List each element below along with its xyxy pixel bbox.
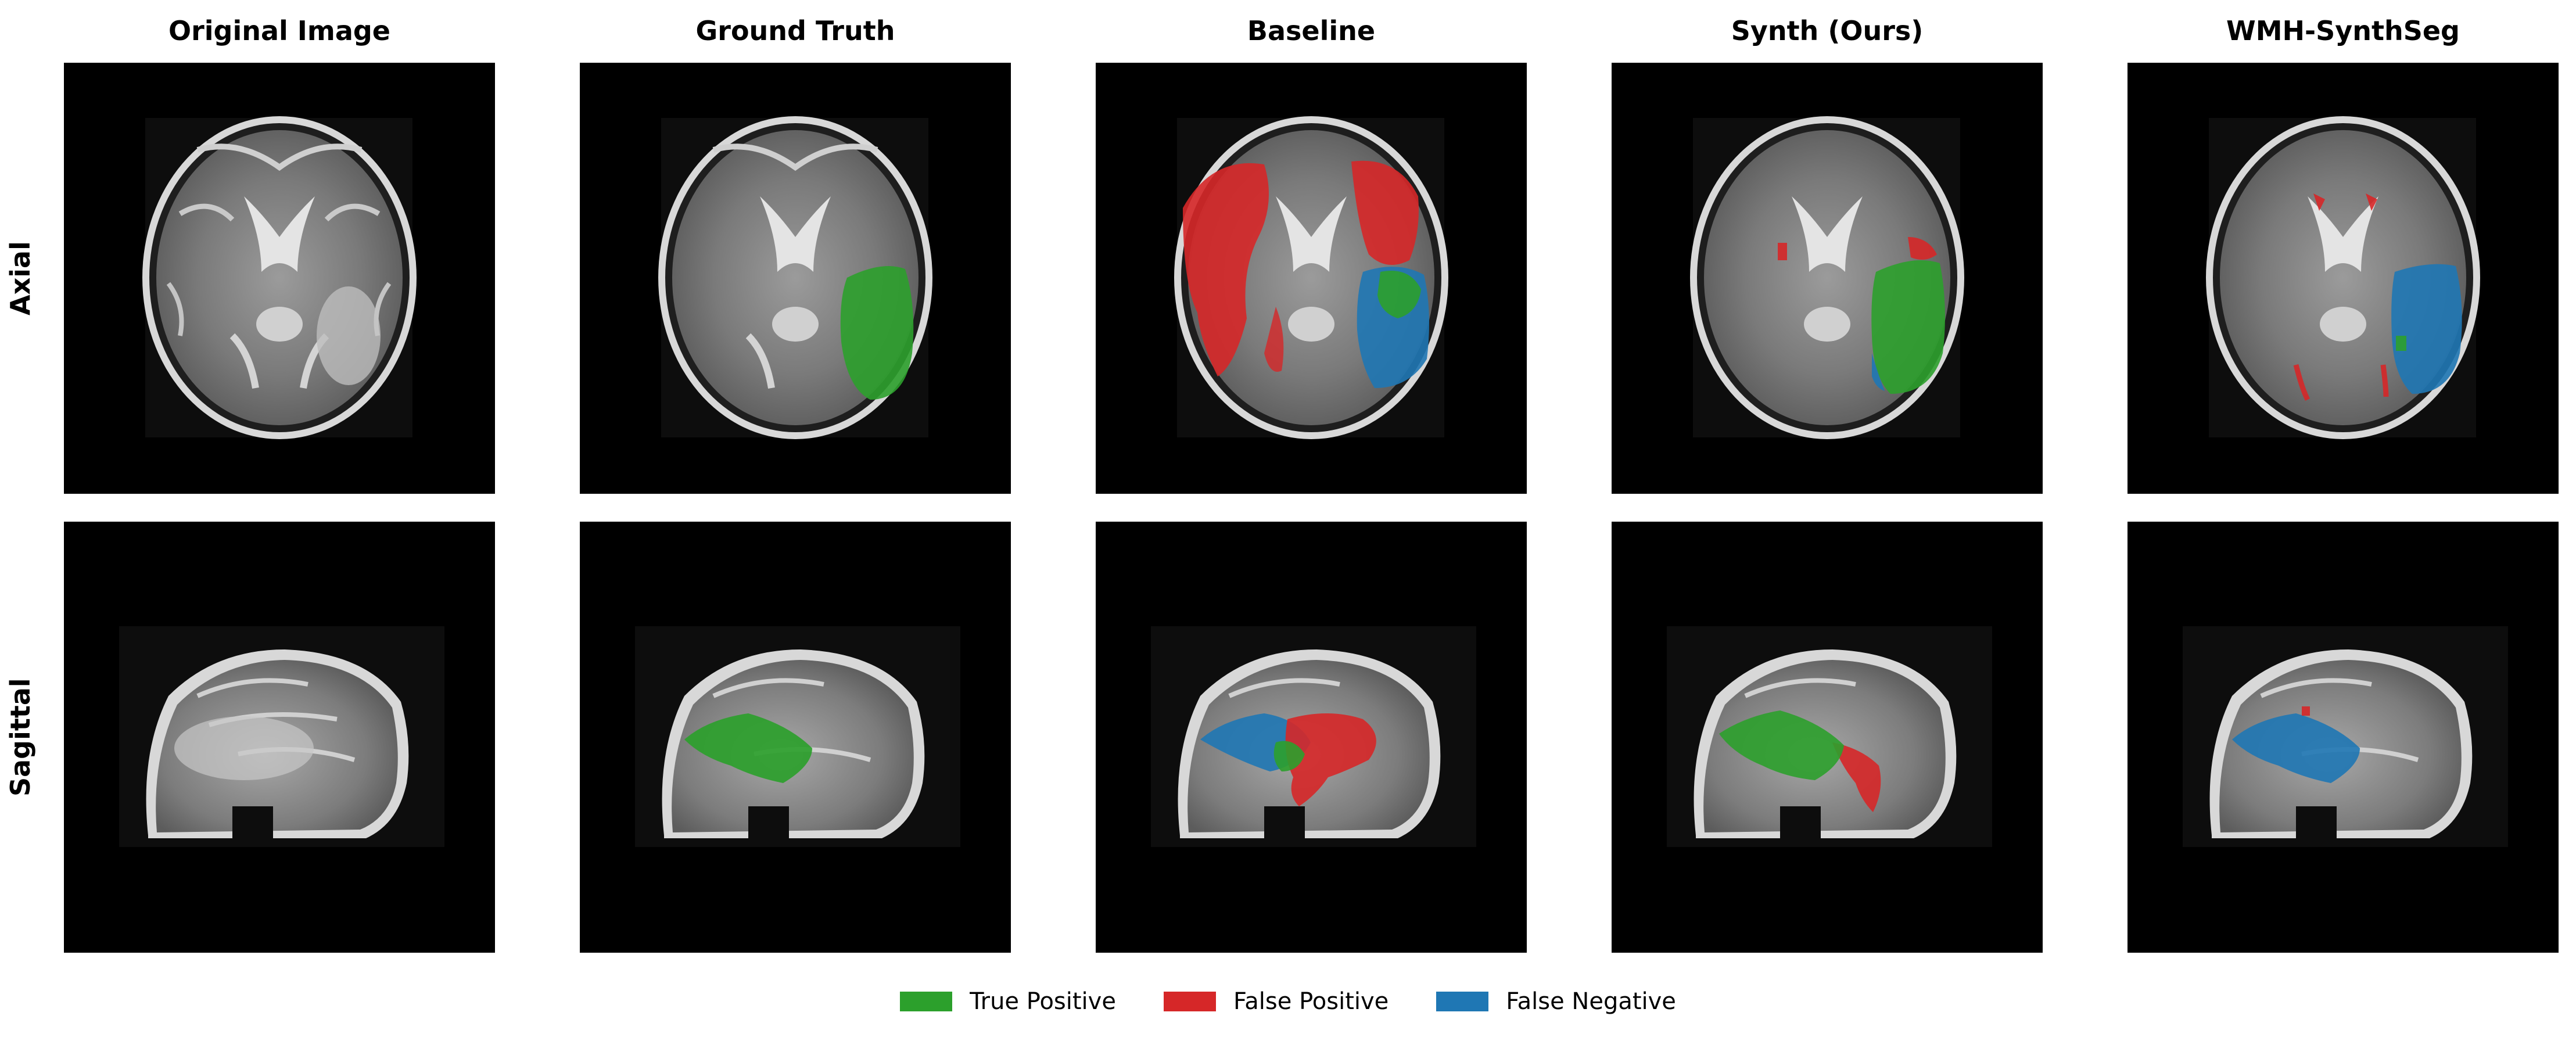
tp-region <box>840 266 914 400</box>
sagittal-ground-truth-image <box>580 522 1011 953</box>
true-positive-swatch <box>900 992 953 1011</box>
column-title-wmh-synthseg: WMH-SynthSeg <box>2226 15 2460 46</box>
legend-item-false-positive: False Positive <box>1163 988 1389 1015</box>
legend-label-false-positive: False Positive <box>1233 988 1389 1015</box>
axial-wmh-synthseg-image <box>2127 63 2559 494</box>
axial-ground-truth-image <box>580 63 1011 494</box>
legend-label-true-positive: True Positive <box>970 988 1116 1015</box>
false-negative-swatch <box>1436 992 1489 1011</box>
row-label-axial: Axial <box>5 241 36 315</box>
axial-synth-image <box>1612 63 2043 494</box>
legend-label-false-negative: False Negative <box>1506 988 1676 1015</box>
false-positive-swatch <box>1163 992 1216 1011</box>
legend-item-false-negative: False Negative <box>1436 988 1676 1015</box>
legend: True Positive False Positive False Negat… <box>0 985 2576 1018</box>
sagittal-synth-image <box>1612 522 2043 953</box>
column-title-baseline: Baseline <box>1247 15 1376 46</box>
sagittal-original-image <box>64 522 495 953</box>
column-title-synth: Synth (Ours) <box>1731 15 1924 46</box>
axial-original-image <box>64 63 495 494</box>
sagittal-wmh-synthseg-image <box>2127 522 2559 953</box>
sagittal-baseline-image <box>1096 522 1527 953</box>
column-title-original: Original Image <box>168 15 391 46</box>
legend-item-true-positive: True Positive <box>900 988 1116 1015</box>
axial-baseline-image <box>1096 63 1527 494</box>
row-label-sagittal: Sagittal <box>5 678 36 796</box>
column-title-ground-truth: Ground Truth <box>695 15 895 46</box>
